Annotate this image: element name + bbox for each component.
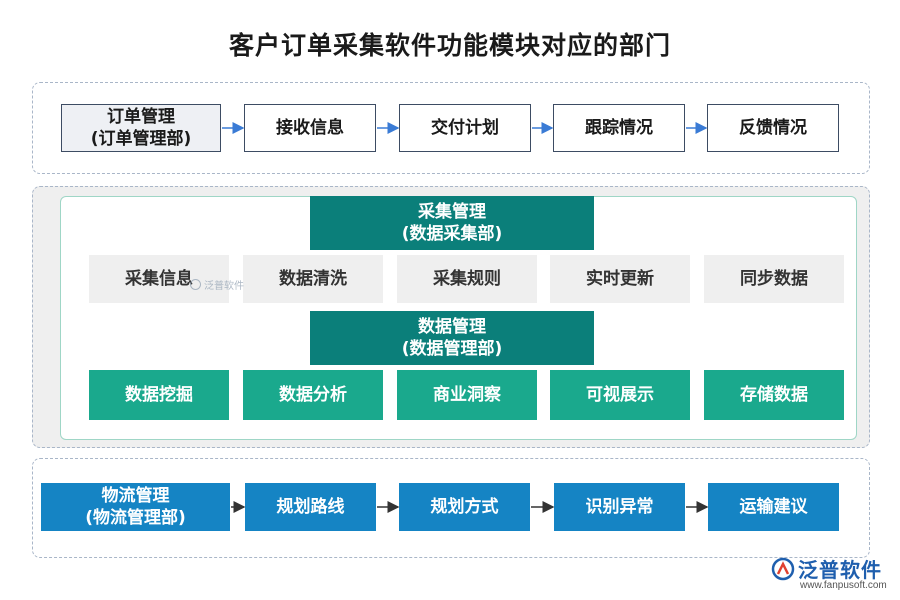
logistics-step-exception: 识别异常: [554, 483, 685, 531]
brand-logo-icon: [771, 557, 795, 581]
page-title: 客户订单采集软件功能模块对应的部门: [228, 31, 671, 60]
logistics-step-advice: 运输建议: [708, 483, 839, 531]
order-step-track: 跟踪情况: [553, 104, 685, 152]
order-step-delivery: 交付计划: [399, 104, 531, 152]
watermark-text: 泛普软件: [204, 280, 244, 292]
collect-management-head: 采集管理 (数据采集部): [310, 196, 594, 250]
data-management-head: 数据管理 (数据管理部): [310, 311, 594, 365]
brand-url: www.fanpusoft.com: [800, 580, 887, 591]
order-step-feedback: 反馈情况: [707, 104, 839, 152]
brand-logo: 泛普软件 www.fanpusoft.com: [770, 552, 895, 596]
collect-item-clean: 数据清洗: [243, 255, 383, 303]
collect-item-info: 采集信息: [89, 255, 229, 303]
data-item-insight: 商业洞察: [397, 370, 537, 420]
order-dept-box: 订单管理 (订单管理部): [61, 104, 221, 152]
watermark: 泛普软件: [190, 276, 260, 292]
data-item-mining: 数据挖掘: [89, 370, 229, 420]
order-step-receive: 接收信息: [244, 104, 376, 152]
collect-item-sync: 同步数据: [704, 255, 844, 303]
data-item-analysis: 数据分析: [243, 370, 383, 420]
data-item-storage: 存储数据: [704, 370, 844, 420]
data-item-visual: 可视展示: [550, 370, 690, 420]
logistics-panel: [32, 458, 870, 558]
collect-item-realtime: 实时更新: [550, 255, 690, 303]
watermark-logo-icon: [190, 278, 201, 290]
logistics-step-route: 规划路线: [245, 483, 376, 531]
logistics-step-mode: 规划方式: [399, 483, 530, 531]
collect-item-rules: 采集规则: [397, 255, 537, 303]
order-panel: [32, 82, 870, 174]
logistics-dept-box: 物流管理 (物流管理部): [41, 483, 230, 531]
brand-name: 泛普软件: [798, 558, 882, 582]
